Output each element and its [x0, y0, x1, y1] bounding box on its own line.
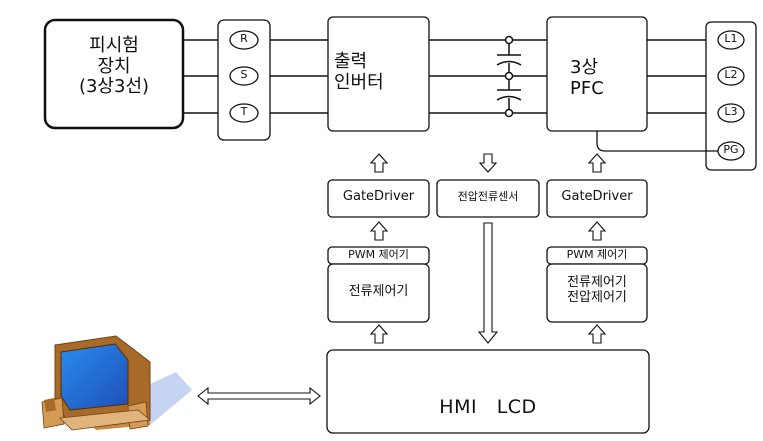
pwm-right-body-line-2: 전압제어기 — [567, 289, 627, 305]
arrow-down-sensor — [478, 153, 498, 173]
gate-driver-right-box — [546, 179, 648, 218]
terminal-l3 — [717, 103, 745, 123]
hmi-label: HMI LCD — [439, 396, 537, 418]
test-device-line-3: (3상3선) — [78, 76, 150, 98]
pg-wire — [596, 131, 718, 152]
output-inverter-line-2: 인버터 — [334, 71, 384, 93]
pwm-right-title: PWM 제어기 — [566, 248, 628, 261]
output-inverter-line-1: 출력 — [334, 51, 368, 72]
pwm-right-body-line-1: 전류제어기 — [567, 275, 627, 290]
terminal-s-label: S — [240, 68, 248, 81]
terminal-t-label: T — [240, 105, 248, 118]
sensor-box — [436, 179, 540, 218]
capacitor-stack — [496, 35, 522, 118]
sensor-label: 전압전류센서 — [457, 190, 519, 203]
terminal-r-label: R — [240, 32, 248, 45]
terminal-l2 — [717, 66, 745, 86]
arrow-sensor-to-hmi — [477, 222, 499, 344]
arrow-up-left-gate — [369, 221, 389, 241]
terminal-l2-label: L2 — [724, 68, 738, 81]
arrow-up-right-gate — [587, 221, 607, 241]
gate-driver-left-label: GateDriver — [342, 189, 415, 204]
arrow-up-inverter — [369, 153, 389, 173]
gate-driver-right-label: GateDriver — [561, 189, 633, 204]
gate-driver-left-box — [327, 179, 430, 218]
terminal-t — [229, 103, 259, 123]
pwm-left-title: PWM 제어기 — [348, 248, 409, 261]
computer-icon — [41, 335, 192, 431]
terminal-r — [229, 30, 259, 50]
pfc-label: 3상 PFC — [570, 57, 604, 99]
pwm-right-body: 전류제어기 전압제어기 — [547, 275, 647, 306]
terminal-l1 — [717, 30, 745, 50]
pfc-line-1: 3상 — [570, 57, 599, 78]
arrow-up-left-pwm — [369, 324, 389, 344]
output-terminal-block — [705, 21, 757, 171]
test-device-line-2: 장치 — [97, 55, 131, 77]
input-terminals — [229, 30, 259, 123]
terminal-l1-label: L1 — [724, 32, 738, 45]
arrow-pc-hmi — [197, 386, 321, 406]
test-device-line-1: 피시험 — [89, 35, 139, 56]
output-inverter-box — [327, 16, 430, 132]
arrow-up-right-pwm — [587, 324, 607, 344]
test-device-box — [43, 18, 185, 130]
pwm-left-body: 전류제어기 — [348, 284, 409, 299]
terminal-pg-label: PG — [723, 143, 739, 156]
pwm-right-body-box — [546, 263, 648, 323]
terminal-l3-label: L3 — [724, 105, 738, 118]
pwm-left-body-box — [327, 263, 430, 323]
test-device-label: 피시험 장치 (3상3선) — [45, 35, 183, 98]
terminal-s — [229, 66, 259, 86]
hmi-box — [326, 349, 650, 434]
pfc-line-2: PFC — [570, 77, 604, 99]
arrow-up-pfc — [587, 153, 607, 173]
output-inverter-label: 출력 인버터 — [334, 51, 384, 93]
